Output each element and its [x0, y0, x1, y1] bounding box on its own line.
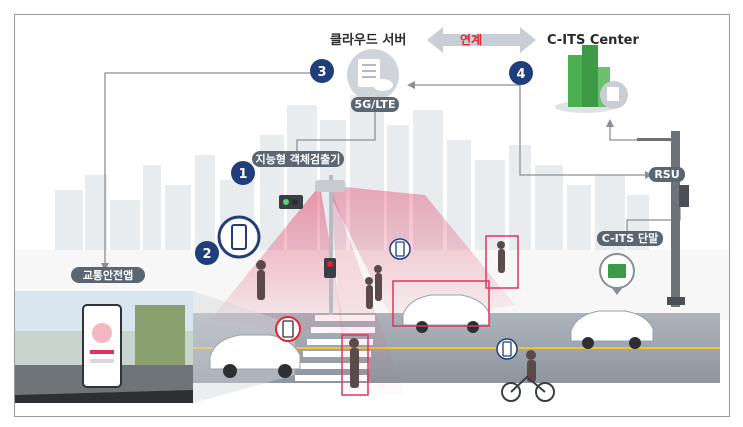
traffic-app-label: 교통안전앱 [83, 268, 134, 282]
diagram-canvas: 클라우드 서버 연계 C-ITS Center 5G/LTE 3 4 1 [15, 27, 729, 403]
smartphone-icon [217, 215, 261, 259]
car-left [209, 334, 301, 378]
cits-terminal-label: C-ITS 단말 [602, 231, 658, 245]
step-badge-2: 2 [195, 241, 219, 265]
rsu-badge [649, 167, 685, 182]
svg-text:1: 1 [238, 167, 247, 182]
cloud-server-title: 클라우드 서버 [330, 32, 406, 48]
network-badge [351, 97, 399, 112]
link-label: 연계 [460, 32, 482, 47]
cloud-server-icon [347, 49, 399, 101]
cits-terminal-badge [597, 231, 663, 246]
rsu-label: RSU [654, 168, 679, 181]
network-label: 5G/LTE [355, 98, 396, 111]
car-right [570, 310, 654, 349]
svg-text:3: 3 [317, 65, 326, 80]
phone-marker-icons [275, 238, 518, 360]
step-badge-4: 4 [509, 61, 533, 85]
step-badge-3: 3 [310, 59, 334, 83]
car-center [402, 294, 490, 333]
traffic-app-badge [71, 267, 145, 283]
terminal-icon [599, 253, 635, 295]
detector-label: 지능형 객체검출기 [256, 152, 341, 166]
svg-text:4: 4 [516, 67, 525, 82]
detection-boxes [341, 235, 519, 396]
step-badge-1: 1 [231, 161, 255, 185]
app-inset [15, 291, 193, 403]
detector-badge [252, 151, 344, 167]
cits-center-title: C-ITS Center [547, 33, 639, 48]
diagram-frame: 클라우드 서버 연계 C-ITS Center 5G/LTE 3 4 1 [14, 14, 730, 417]
rsu-pole-icon [637, 131, 689, 307]
svg-text:2: 2 [202, 247, 211, 262]
link-arrow [427, 27, 536, 53]
bicycle [501, 375, 555, 402]
cits-building-icon [555, 45, 628, 113]
traffic-light-icon [279, 175, 345, 315]
pedestrians [256, 241, 536, 388]
